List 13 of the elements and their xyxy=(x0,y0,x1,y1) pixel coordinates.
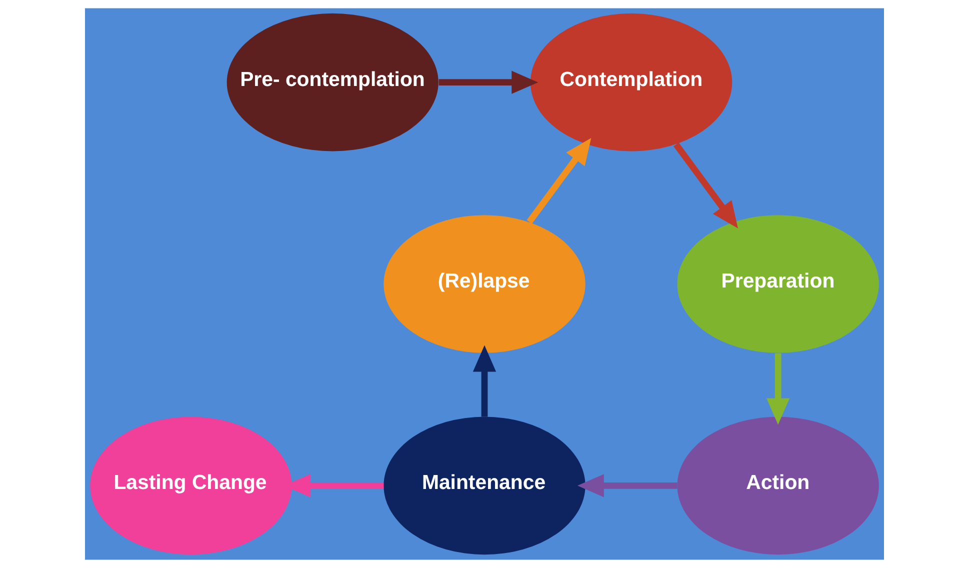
node-ellipse: Action xyxy=(676,416,878,555)
arrow xyxy=(438,70,538,94)
node-ellipse: Lasting Change xyxy=(90,416,292,555)
arrow xyxy=(576,474,677,498)
node-ellipse: Contemplation xyxy=(530,13,732,152)
arrow xyxy=(766,353,790,425)
arrow xyxy=(526,138,591,224)
arrow xyxy=(472,345,496,417)
node-ellipse: Preparation xyxy=(676,215,878,353)
arrow xyxy=(673,142,738,228)
node-ellipse: Maintenance xyxy=(383,416,585,555)
node-ellipse: (Re)lapse xyxy=(383,215,585,353)
node-ellipse: Pre- contemplation xyxy=(226,13,438,152)
